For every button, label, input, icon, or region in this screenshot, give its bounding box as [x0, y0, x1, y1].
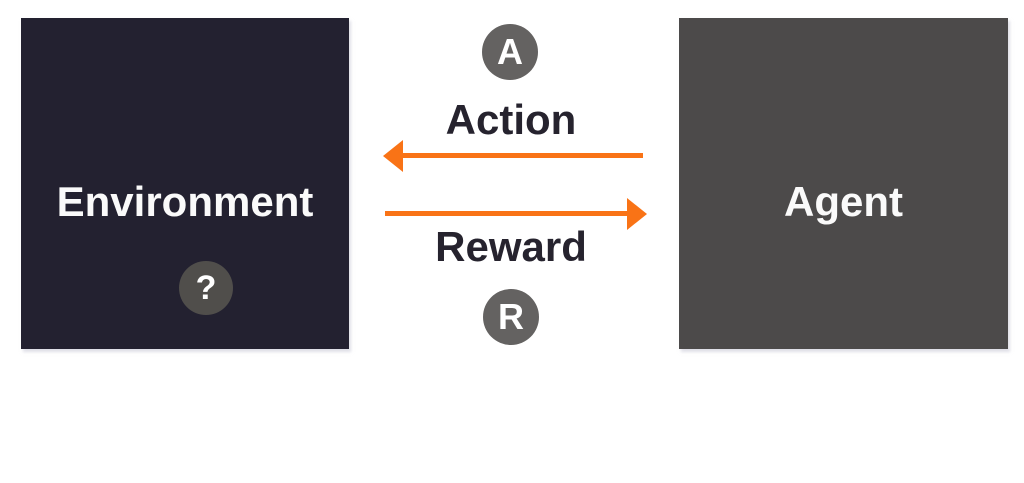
action-label: Action: [445, 96, 577, 143]
arrow-line: [398, 153, 643, 158]
action-badge-icon: A: [482, 24, 538, 80]
action-arrow: [383, 140, 643, 172]
arrow-line: [385, 211, 632, 216]
arrowhead-right-icon: [627, 198, 647, 230]
reward-badge-icon: R: [483, 289, 539, 345]
reward-arrow: [385, 198, 647, 230]
environment-box: Environment ?: [21, 18, 349, 349]
reward-label: Reward: [435, 223, 587, 270]
agent-label: Agent: [784, 178, 903, 225]
arrowhead-left-icon: [383, 140, 403, 172]
agent-box: Agent: [679, 18, 1008, 349]
question-badge-icon: ?: [179, 261, 233, 315]
environment-label: Environment: [56, 178, 314, 225]
